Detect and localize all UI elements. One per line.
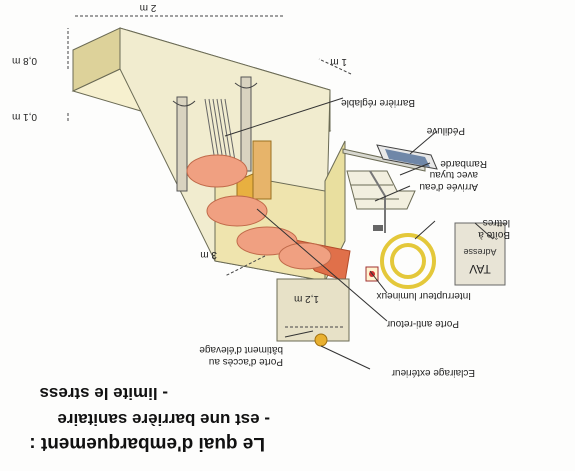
adjustable-barrier xyxy=(172,76,272,200)
pigs xyxy=(186,154,332,270)
mailbox: TAV Adresse xyxy=(454,222,506,286)
barrier-panel xyxy=(252,140,272,200)
pediluve xyxy=(376,144,438,170)
label-boite-1: Boîte à xyxy=(478,229,510,240)
pig xyxy=(186,154,248,188)
label-arrivee-1: Arrivée d'eau xyxy=(419,181,478,192)
barrier-bars xyxy=(204,98,236,162)
dim-width: 2 m xyxy=(140,2,157,13)
barrier-arrow-right xyxy=(172,100,196,107)
dock-structure xyxy=(71,27,426,342)
hose-coil-inner xyxy=(390,243,426,279)
mailbox-address: Adresse xyxy=(463,247,496,257)
label-eclairage: Eclairage extérieur xyxy=(391,367,475,378)
barrier-arrow-left xyxy=(234,82,258,89)
label-interrupteur: Interrupteur lumineux xyxy=(377,290,472,301)
label-pediluve: Pédiluve xyxy=(426,125,465,136)
access-door xyxy=(276,278,350,342)
pediluve-water xyxy=(385,149,430,167)
water-tap xyxy=(373,225,383,231)
dim-length: 3 m xyxy=(200,249,217,260)
caption-title: Le quai d'embarquement : xyxy=(29,433,265,454)
pig xyxy=(206,195,268,227)
label-barriere: Barrière réglable xyxy=(341,97,415,108)
barrier-post-right xyxy=(176,96,188,192)
caption-bullet-2: - limite le stress xyxy=(39,384,168,403)
dim-depth: 1 m xyxy=(330,56,347,67)
label-boite-2: lettres xyxy=(483,217,510,228)
dimension-lines xyxy=(67,15,352,328)
label-porte-acces-1: Porte d'accès au xyxy=(209,356,283,367)
leader-lines xyxy=(224,97,494,370)
dim-top-gap: 0,1 m xyxy=(12,111,37,122)
water-pipe xyxy=(369,170,386,233)
label-porte-acces-2: bâtiment d'élevage xyxy=(199,344,283,355)
water-hose xyxy=(380,233,436,289)
barrier-post-left xyxy=(240,76,252,172)
caption-bullet-1: - est une barrière sanitaire xyxy=(57,410,270,429)
handrail xyxy=(342,148,426,172)
label-anti-retour: Porte anti-retour xyxy=(386,318,459,329)
dim-door-width: 1,2 m xyxy=(294,293,319,304)
caption: - limite le stress - est une barrière sa… xyxy=(29,384,270,454)
outdoor-light xyxy=(314,333,328,347)
dim-height: 0,8 m xyxy=(12,55,37,66)
mailbox-tav: TAV xyxy=(469,262,491,276)
pig xyxy=(278,242,332,270)
pig xyxy=(236,226,298,256)
label-arrivee-2: avec tuyau xyxy=(430,169,478,180)
mailbox-body xyxy=(454,222,506,286)
label-rambarde: Rambarde xyxy=(440,158,487,169)
hose-coil-outer xyxy=(380,233,436,289)
labels: 2 m 0,8 m 1 m 0,1 m 3 m 1,2 m Barrière r… xyxy=(12,2,510,378)
